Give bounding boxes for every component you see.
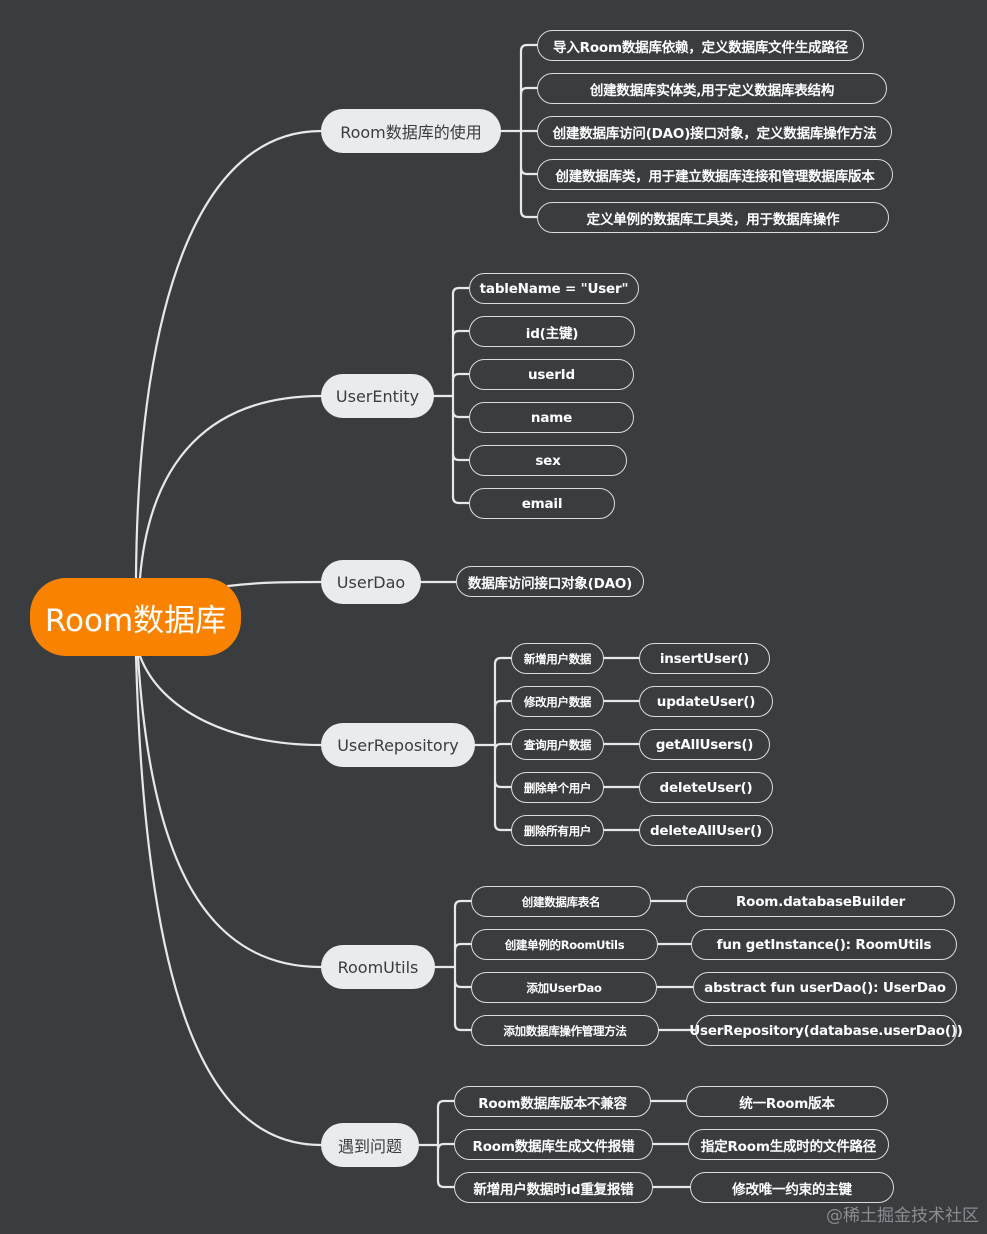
link-root-dao	[226, 580, 323, 588]
utils-item-tablename[interactable]: 创建数据库表名	[471, 886, 651, 917]
entity-item-id[interactable]: id(主键)	[469, 316, 635, 347]
utils-code-getinstance[interactable]: fun getInstance(): RoomUtils	[691, 929, 957, 960]
repo-item-query[interactable]: 查询用户数据	[511, 729, 604, 760]
usage-item-5[interactable]: 定义单例的数据库工具类，用于数据库操作	[537, 202, 889, 233]
solution-item-primarykey[interactable]: 修改唯一约束的主键	[690, 1172, 894, 1203]
problem-item-version[interactable]: Room数据库版本不兼容	[454, 1086, 651, 1117]
link-utils-tick-3	[453, 1022, 473, 1032]
repo-item-delete-one[interactable]: 删除单个用户	[511, 772, 604, 803]
link-repo-tick-2	[493, 742, 513, 752]
problem-item-filegen[interactable]: Room数据库生成文件报错	[454, 1129, 653, 1160]
utils-code-builder[interactable]: Room.databaseBuilder	[686, 886, 955, 917]
branch-user-entity[interactable]: UserEntity	[321, 374, 434, 418]
repo-method-insert[interactable]: insertUser()	[639, 643, 770, 674]
solution-item-filepath[interactable]: 指定Room生成时的文件路径	[688, 1129, 889, 1160]
usage-item-3[interactable]: 创建数据库访问(DAO)接口对象，定义数据库操作方法	[537, 116, 892, 147]
problem-item-duplicate-id[interactable]: 新增用户数据时id重复报错	[454, 1172, 653, 1203]
utils-code-repository[interactable]: UserRepository(database.userDao())	[689, 1015, 963, 1046]
repo-method-delete[interactable]: deleteUser()	[639, 772, 773, 803]
link-repo-tick-1	[493, 699, 513, 709]
link-usage-tick-3	[519, 166, 539, 176]
repo-method-update[interactable]: updateUser()	[639, 686, 773, 717]
usage-item-2[interactable]: 创建数据库实体类,用于定义数据库表结构	[537, 73, 887, 104]
link-entity-tick-1	[451, 329, 471, 339]
repo-method-deleteall[interactable]: deleteAllUser()	[639, 815, 773, 846]
link-entity-tick-5	[451, 495, 471, 505]
link-repo-tick-4	[493, 822, 513, 832]
repo-item-insert[interactable]: 新增用户数据	[511, 643, 604, 674]
entity-item-tablename[interactable]: tableName = "User"	[469, 273, 639, 304]
repo-item-delete-all[interactable]: 删除所有用户	[511, 815, 604, 846]
branch-usage[interactable]: Room数据库的使用	[321, 109, 501, 153]
entity-item-sex[interactable]: sex	[469, 445, 627, 476]
entity-item-email[interactable]: email	[469, 488, 615, 519]
link-entity-tick-4	[451, 452, 471, 462]
watermark: @稀土掘金技术社区	[826, 1206, 979, 1226]
utils-item-singleton[interactable]: 创建单例的RoomUtils	[471, 929, 658, 960]
link-problems-tick-1	[436, 1142, 456, 1152]
root-node[interactable]: Room数据库	[30, 578, 241, 656]
entity-item-userid[interactable]: userId	[469, 359, 634, 390]
link-problems-tick-2	[436, 1179, 456, 1189]
utils-code-userdao[interactable]: abstract fun userDao(): UserDao	[693, 972, 957, 1003]
link-root-repository	[138, 654, 323, 747]
link-root-utils	[136, 654, 323, 969]
branch-problems[interactable]: 遇到问题	[321, 1123, 419, 1167]
link-utils-tick-1	[453, 942, 473, 952]
link-usage-tick-1	[519, 86, 539, 96]
link-repo-tick-3	[493, 779, 513, 789]
solution-item-version[interactable]: 统一Room版本	[686, 1086, 888, 1117]
branch-user-repository[interactable]: UserRepository	[321, 723, 475, 767]
link-usage-tick-0	[519, 43, 539, 53]
link-problems-tick-0	[436, 1099, 456, 1109]
link-entity-tick-3	[451, 409, 471, 419]
link-root-usage	[134, 129, 323, 580]
utils-item-add-dao[interactable]: 添加UserDao	[471, 972, 657, 1003]
link-root-entity	[138, 394, 323, 580]
usage-item-1[interactable]: 导入Room数据库依赖，定义数据库文件生成路径	[537, 30, 864, 61]
usage-item-4[interactable]: 创建数据库类，用于建立数据库连接和管理数据库版本	[537, 159, 893, 190]
repo-item-update[interactable]: 修改用户数据	[511, 686, 604, 717]
link-entity-tick-2	[451, 372, 471, 382]
link-repo-tick-0	[493, 656, 513, 666]
utils-item-add-methods[interactable]: 添加数据库操作管理方法	[471, 1015, 659, 1046]
link-usage-tick-4	[519, 209, 539, 219]
entity-item-name[interactable]: name	[469, 402, 634, 433]
dao-item-description[interactable]: 数据库访问接口对象(DAO)	[456, 566, 644, 597]
branch-room-utils[interactable]: RoomUtils	[321, 945, 435, 989]
link-entity-tick-0	[451, 286, 471, 296]
repo-method-getall[interactable]: getAllUsers()	[639, 729, 770, 760]
link-root-problems	[134, 654, 323, 1147]
link-utils-tick-0	[453, 899, 473, 909]
branch-user-dao[interactable]: UserDao	[321, 560, 421, 604]
link-utils-tick-2	[453, 979, 473, 989]
